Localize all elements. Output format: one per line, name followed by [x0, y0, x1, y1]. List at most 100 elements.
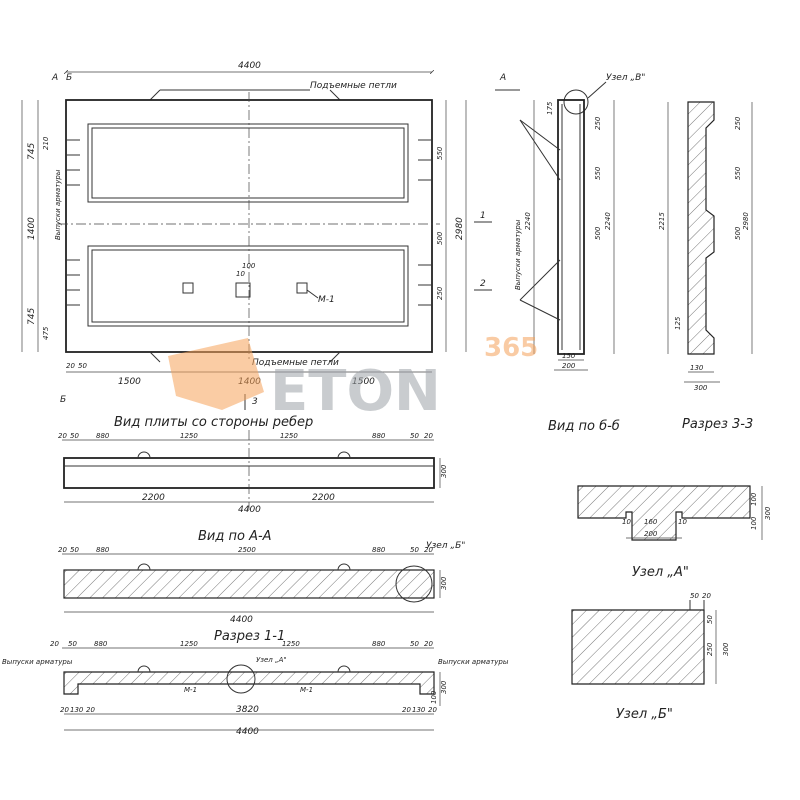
- bb-dim-2240b: 2240: [604, 212, 612, 230]
- node-b: 50 20 250 300 50 Узел „Б": [571, 592, 730, 722]
- ribs-dim-7: 20: [424, 432, 433, 440]
- ribs-dim-0: 20: [58, 432, 67, 440]
- dim-10: 10: [236, 270, 245, 278]
- dim-250: 250: [436, 286, 444, 300]
- dim-50: 50: [78, 362, 87, 370]
- s11-h1: 300: [440, 680, 448, 694]
- ribs-dim-4: 1250: [280, 432, 298, 440]
- section-1-mark: 1: [480, 211, 486, 221]
- s11-top-4: 1250: [282, 640, 300, 648]
- s11-top-6: 50: [410, 640, 419, 648]
- dim-745-top: 745: [27, 143, 37, 160]
- na-dim-10a: 10: [622, 518, 631, 526]
- aa-dim-3: 2500: [238, 546, 256, 554]
- dim-20: 20: [66, 362, 75, 370]
- na-dim-160: 160: [644, 518, 658, 526]
- lifting-loops-bottom-label: Подъемные петли: [252, 358, 339, 368]
- view-bb-rebar-label: Выпуски арматуры: [514, 219, 522, 290]
- section-11-title: Разрез 1-1: [214, 629, 285, 644]
- dim-210: 210: [42, 136, 50, 150]
- ribs-total: 4400: [238, 505, 261, 515]
- na-dim-200: 200: [644, 530, 658, 538]
- node-b-title: Узел „Б": [616, 707, 673, 722]
- watermark: ETON 365: [168, 333, 538, 424]
- dim-1500-right: 1500: [352, 377, 375, 387]
- view-bb-title: Вид по б-б: [548, 419, 620, 434]
- s11-bot-5: 130: [412, 706, 426, 714]
- s11-bot-0: 20: [60, 706, 69, 714]
- dim-100: 100: [242, 262, 256, 270]
- na-dim-100b: 100: [750, 516, 758, 530]
- bb-dim-150: 150: [562, 352, 576, 360]
- dim-1400-left: 1400: [27, 217, 37, 240]
- bb-dim-175: 175: [546, 101, 554, 115]
- node-a: 10 160 10 200 300 100 100 Узел „А": [577, 485, 772, 580]
- aa-total: 4400: [230, 615, 253, 625]
- ribs-dim-1: 50: [70, 432, 79, 440]
- nb-dim-300: 300: [722, 642, 730, 656]
- s11-h2: 100: [430, 690, 438, 704]
- section-b-bottom-mark: Б: [60, 395, 66, 405]
- s11-node-a: Узел „А": [256, 656, 287, 664]
- section-1-1: Разрез 1-1 20 50 880 1250 1250 880 50 20…: [2, 629, 509, 737]
- s11-top-1: 50: [68, 640, 77, 648]
- dim-550: 550: [436, 146, 444, 160]
- nb-dim-20: 20: [702, 592, 711, 600]
- aa-dim-2: 880: [96, 546, 110, 554]
- ribs-dim-2: 880: [96, 432, 110, 440]
- s11-bot-3: 3820: [236, 705, 259, 715]
- ribs-dim-5: 880: [372, 432, 386, 440]
- s11-bot-2: 20: [86, 706, 95, 714]
- aa-dim-5: 50: [410, 546, 419, 554]
- bb-dim-550: 550: [594, 166, 602, 180]
- s33-dim-2215: 2215: [658, 212, 666, 230]
- plan-height-label: 2980: [455, 217, 465, 240]
- node-v-label: Узел „В": [606, 73, 645, 83]
- s11-bot-6: 20: [428, 706, 437, 714]
- s11-bot-1: 130: [70, 706, 84, 714]
- s33-dim-250: 250: [734, 116, 742, 130]
- bb-dim-250: 250: [594, 116, 602, 130]
- embedded-part-right: [296, 282, 308, 294]
- s11-top-0: 20: [50, 640, 59, 648]
- rebar-outlets-right: [418, 139, 432, 306]
- watermark-badge: 365: [484, 333, 538, 363]
- s33-dim-300: 300: [694, 384, 708, 392]
- s11-m1-right: М-1: [300, 686, 313, 694]
- s11-top-3: 1250: [180, 640, 198, 648]
- rebar-outlets-left: [66, 139, 80, 306]
- s11-rebar-left: Выпуски арматуры: [2, 658, 73, 666]
- dim-1500-left: 1500: [118, 377, 141, 387]
- watermark-logo-icon: [168, 338, 264, 410]
- bb-dim-500: 500: [594, 226, 602, 240]
- view-bb-a-mark: А: [499, 73, 506, 83]
- view-aa-node: Узел „Б": [426, 541, 465, 551]
- s11-top-2: 880: [94, 640, 108, 648]
- s33-dim-550: 550: [734, 166, 742, 180]
- ribs-dim-6: 50: [410, 432, 419, 440]
- section-3-3: 2215 2980 250 550 500 125 130 300 Разрез…: [658, 101, 753, 432]
- node-a-title: Узел „А": [632, 565, 689, 580]
- bb-dim-2240: 2240: [524, 212, 532, 230]
- ribs-dim-3: 1250: [180, 432, 198, 440]
- dim-475: 475: [42, 326, 50, 340]
- section-33-title: Разрез 3-3: [682, 417, 753, 432]
- s11-total: 4400: [236, 727, 259, 737]
- nb-dim-250: 250: [706, 642, 714, 656]
- na-dim-100a: 100: [750, 492, 758, 506]
- view-aa-title: Вид по А-А: [198, 529, 272, 544]
- section-b-mark: Б: [66, 73, 72, 83]
- aa-dim-4: 880: [372, 546, 386, 554]
- dim-500: 500: [436, 231, 444, 245]
- m1-plan-label: М-1: [318, 295, 335, 305]
- ribs-2200-left: 2200: [142, 493, 165, 503]
- aa-dim-6: 20: [424, 546, 433, 554]
- na-dim-300: 300: [764, 506, 772, 520]
- view-a-a: Вид по А-А Узел „Б" 20 50 880 2500 880 5…: [58, 529, 465, 625]
- nb-dim-50: 50: [690, 592, 699, 600]
- view-ribs-title: Вид плиты со стороны ребер: [114, 415, 313, 430]
- s33-dim-130: 130: [690, 364, 704, 372]
- s33-dim-125: 125: [674, 316, 682, 330]
- view-ribs: Вид плиты со стороны ребер 20 50 880 125…: [58, 415, 448, 515]
